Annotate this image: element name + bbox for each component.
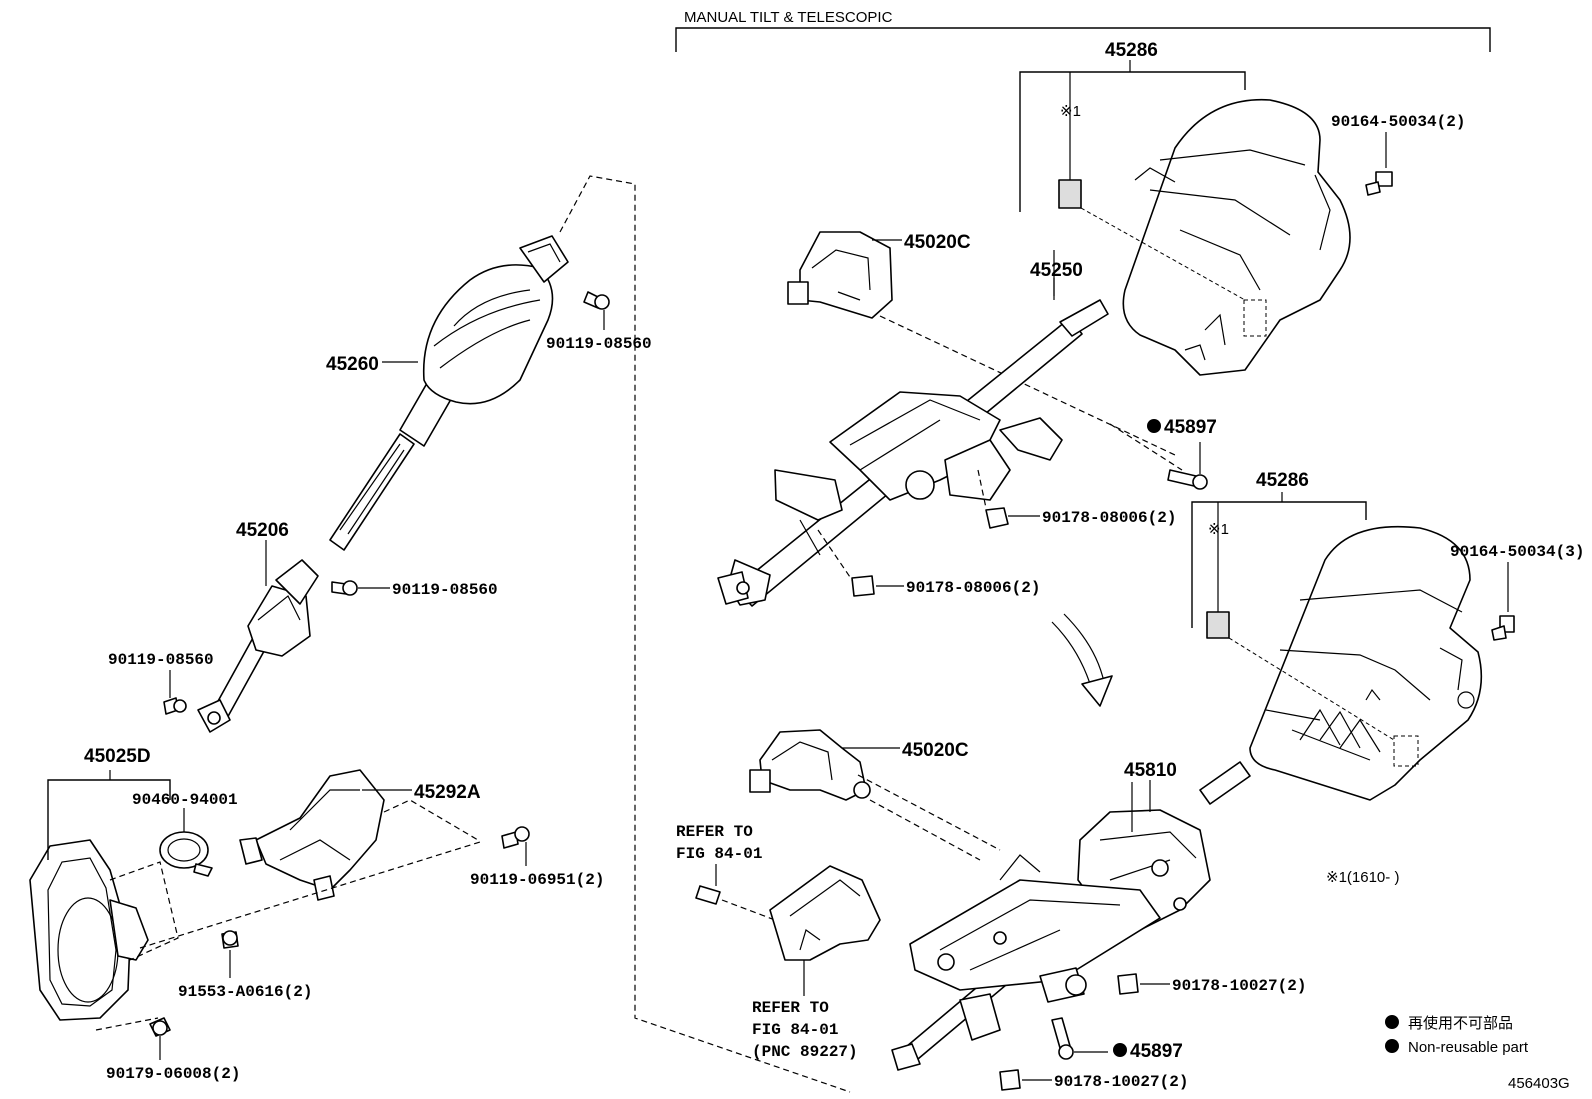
label-90178-08006-b: 90178-08006(2) <box>906 579 1040 597</box>
label-90178-10027-a: 90178-10027(2) <box>1172 977 1306 995</box>
refer2-line3: (PNC 89227) <box>752 1043 858 1061</box>
legend: 再使用不可部品 Non-reusable part <box>1385 1015 1529 1056</box>
footnote: ※1(1610- ) <box>1326 869 1399 886</box>
label-91553: 91553-A0616(2) <box>178 983 312 1001</box>
label-45897-top: 45897 <box>1164 417 1217 438</box>
hole-cover-45025D: 45025D <box>29 746 179 1031</box>
bolt-90119-08560-b: 90119-08560 <box>331 580 498 599</box>
refer-block-part: REFER TO FIG 84-01 (PNC 89227) <box>752 865 881 1061</box>
upper-column-cover-top <box>1122 98 1351 376</box>
label-90164-mid: 90164-50034(3) <box>1450 543 1584 561</box>
assembly-divider <box>559 175 851 1093</box>
non-reusable-dot-top <box>1147 419 1161 433</box>
label-90460: 90460-94001 <box>132 791 238 809</box>
nut-90178-10027-b: 90178-10027(2) <box>999 1069 1188 1091</box>
variant-title: MANUAL TILT & TELESCOPIC <box>684 9 893 26</box>
label-45250: 45250 <box>1030 260 1083 281</box>
label-90119-08560-b: 90119-08560 <box>392 581 498 599</box>
label-45020C-top: 45020C <box>904 232 971 253</box>
label-45286-top: 45286 <box>1105 40 1158 61</box>
label-45810: 45810 <box>1124 760 1177 781</box>
nut-90178-08006-a: 90178-08006(2) <box>985 507 1176 529</box>
mark-top: ※1 <box>1060 103 1081 120</box>
label-90119-06951: 90119-06951(2) <box>470 871 604 889</box>
label-45020C-bot: 45020C <box>902 740 969 761</box>
refer2-line2: FIG 84-01 <box>752 1021 838 1039</box>
label-45286-mid: 45286 <box>1256 470 1309 491</box>
label-45897-bot: 45897 <box>1130 1041 1183 1062</box>
bracket-45286-mid: 45286 ※1 <box>1191 470 1395 741</box>
intermediate-shaft-45260: 45260 <box>326 235 569 551</box>
bolt-90119-06951: 90119-06951(2) <box>470 826 604 889</box>
bolt-90119-08560-c: 90119-08560 <box>108 651 214 715</box>
refer2-line1: REFER TO <box>752 999 829 1017</box>
bracket-45286-top: 45286 ※1 <box>1019 40 1246 301</box>
bolt-91553-A0616: 91553-A0616(2) <box>178 930 312 1001</box>
combination-switch-top: 45020C <box>787 231 1176 456</box>
legend-jp: 再使用不可部品 <box>1408 1015 1513 1032</box>
refer1-line2: FIG 84-01 <box>676 845 762 863</box>
steering-column-45250: 45250 <box>717 250 1183 607</box>
label-90119-08560-a: 90119-08560 <box>546 335 652 353</box>
label-90164-top: 90164-50034(2) <box>1331 113 1465 131</box>
figure-id: 456403G <box>1508 1075 1570 1092</box>
variant-bracket: MANUAL TILT & TELESCOPIC <box>675 9 1491 52</box>
shaft-cover-45292A: 45292A <box>139 769 481 949</box>
screw-90164-mid: 90164-50034(3) <box>1450 543 1584 641</box>
refer1-line1: REFER TO <box>676 823 753 841</box>
refer-note-1: REFER TO FIG 84-01 <box>676 823 776 921</box>
nut-90179-06008: 90179-06008(2) <box>106 1017 240 1083</box>
non-reusable-dot-bottom <box>1113 1043 1127 1057</box>
label-45025D: 45025D <box>84 746 151 767</box>
bolt-45897-top: 45897 <box>1147 417 1217 490</box>
nut-90178-10027-a: 90178-10027(2) <box>1117 973 1306 995</box>
label-45260: 45260 <box>326 354 379 375</box>
screw-90164-top: 90164-50034(2) <box>1331 113 1465 196</box>
bolt-90119-08560-a: 90119-08560 <box>546 291 652 353</box>
clamp-90460-94001: 90460-94001 <box>132 791 238 877</box>
label-45206: 45206 <box>236 520 289 541</box>
label-90179: 90179-06008(2) <box>106 1065 240 1083</box>
nut-90178-08006-b: 90178-08006(2) <box>851 575 1040 597</box>
legend-dot-en <box>1385 1039 1399 1053</box>
direction-arrow <box>1051 613 1113 707</box>
bolt-45897-bottom: 45897 <box>1051 1017 1183 1062</box>
legend-dot-jp <box>1385 1015 1399 1029</box>
universal-joint-45206: 45206 <box>197 520 319 733</box>
label-90119-08560-c: 90119-08560 <box>108 651 214 669</box>
label-90178-10027-b: 90178-10027(2) <box>1054 1073 1188 1091</box>
label-90178-08006-a: 90178-08006(2) <box>1042 509 1176 527</box>
legend-en: Non-reusable part <box>1408 1039 1529 1056</box>
steering-column-45810: 45810 <box>891 760 1251 1071</box>
combination-switch-bottom: 45020C <box>749 729 1001 861</box>
mark-mid: ※1 <box>1208 521 1229 538</box>
label-45292A: 45292A <box>414 782 481 803</box>
upper-column-cover-mid <box>1249 525 1483 801</box>
